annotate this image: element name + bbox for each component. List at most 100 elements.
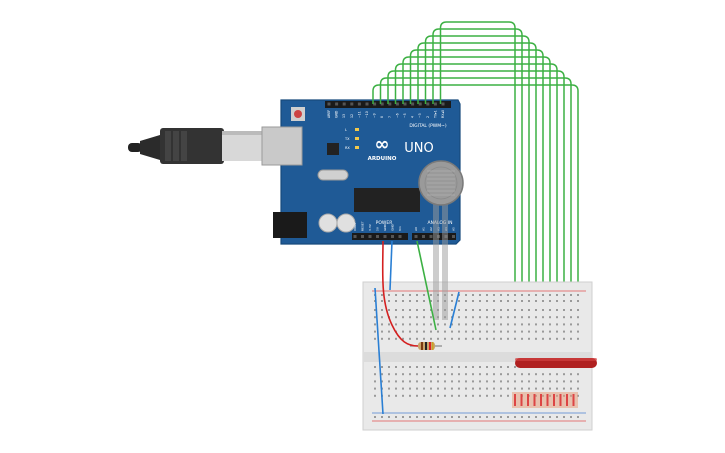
digital-pin[interactable] bbox=[373, 102, 377, 106]
signal-wire bbox=[409, 49, 544, 360]
signal-wire bbox=[417, 42, 537, 360]
power-pin-label: RESET bbox=[361, 221, 365, 231]
digital-header bbox=[325, 101, 451, 108]
signal-wire bbox=[394, 63, 558, 360]
signal-wire bbox=[387, 70, 565, 360]
reset-button-icon[interactable] bbox=[291, 107, 305, 121]
digital-pin-label: 8 bbox=[380, 116, 384, 118]
breadboard-holes bbox=[374, 294, 579, 418]
analog-pin-label: A1 bbox=[422, 227, 426, 231]
digital-pin[interactable] bbox=[433, 102, 437, 106]
power-wire bbox=[381, 240, 419, 347]
power-pin-label: 3.3V bbox=[368, 223, 372, 231]
digital-pin-label: ~3 bbox=[418, 113, 422, 118]
status-led bbox=[355, 146, 359, 149]
signal-wire bbox=[424, 35, 530, 360]
analog-pin-label: A5 bbox=[452, 227, 456, 231]
power-jack bbox=[273, 212, 307, 238]
signal-wires bbox=[372, 21, 579, 360]
power-pin[interactable] bbox=[361, 235, 364, 238]
digital-pin-label: ~6 bbox=[395, 113, 399, 118]
digital-pin[interactable] bbox=[418, 102, 422, 106]
force-sensor bbox=[418, 160, 464, 320]
digital-header-label: DIGITAL (PWM~) bbox=[409, 123, 447, 129]
digital-pin-label: ~10 bbox=[365, 111, 369, 118]
power-label: POWER bbox=[376, 220, 393, 226]
capacitor bbox=[318, 213, 338, 233]
power-pin-label: 5V bbox=[376, 226, 380, 231]
digital-pin-label: GND bbox=[335, 110, 339, 118]
digital-pin-label: ~5 bbox=[403, 113, 407, 118]
led-bar bbox=[515, 358, 597, 368]
arduino-logo-icon: ∞ bbox=[375, 134, 390, 155]
digital-pin-label: ~11 bbox=[357, 111, 361, 118]
digital-pin-label: 4 bbox=[411, 116, 415, 118]
signal-wire bbox=[432, 28, 523, 360]
power-pin-label: IOREF bbox=[353, 222, 357, 231]
resistor-array bbox=[512, 392, 578, 408]
power-pin-label: Vin bbox=[398, 226, 402, 231]
analog-pin[interactable] bbox=[422, 235, 425, 238]
capacitor bbox=[336, 213, 356, 233]
digital-pin[interactable] bbox=[426, 102, 430, 106]
atmega-chip bbox=[354, 188, 420, 212]
digital-pin[interactable] bbox=[350, 102, 354, 106]
digital-pin[interactable] bbox=[388, 102, 392, 106]
digital-pin-label: 7 bbox=[388, 116, 392, 118]
led-label: RX bbox=[345, 146, 350, 150]
led-labels: L TX RX bbox=[344, 128, 359, 150]
digital-pin-label: 12 bbox=[350, 114, 354, 118]
power-pin[interactable] bbox=[368, 235, 372, 238]
digital-pin[interactable] bbox=[365, 102, 369, 106]
crystal bbox=[317, 169, 349, 181]
signal-wire bbox=[379, 77, 572, 360]
digital-pin-label: RX◂0 bbox=[441, 110, 445, 118]
power-pin[interactable] bbox=[376, 235, 379, 238]
digital-pin[interactable] bbox=[441, 102, 445, 106]
analog-pin[interactable] bbox=[429, 235, 433, 238]
power-pin[interactable] bbox=[398, 235, 402, 238]
digital-pin[interactable] bbox=[342, 102, 346, 106]
usb-chip bbox=[327, 143, 339, 155]
digital-pin[interactable] bbox=[411, 102, 415, 106]
ground-wire-b bbox=[374, 287, 384, 415]
analog-wire bbox=[416, 240, 437, 331]
led-label: L bbox=[345, 128, 347, 132]
power-pin[interactable] bbox=[391, 235, 394, 238]
power-pin-label: GND bbox=[391, 223, 395, 231]
model-name: UNO bbox=[404, 141, 433, 156]
led-label: TX bbox=[344, 137, 350, 141]
analog-pin-label: A2 bbox=[429, 227, 433, 231]
brand-name: ARDUINO bbox=[368, 156, 397, 162]
power-pin[interactable] bbox=[383, 235, 387, 238]
power-pin-label: GND bbox=[383, 223, 387, 231]
digital-pin[interactable] bbox=[327, 102, 331, 106]
digital-pin[interactable] bbox=[403, 102, 407, 106]
digital-pin[interactable] bbox=[335, 102, 339, 106]
analog-pin[interactable] bbox=[452, 235, 455, 238]
usb-plug-icon bbox=[128, 128, 264, 164]
ground-wire-a bbox=[389, 240, 393, 291]
digital-pin-label: ~9 bbox=[373, 113, 377, 118]
fsr-ground-wire bbox=[449, 291, 460, 329]
status-led bbox=[355, 137, 359, 140]
usb-jack bbox=[261, 126, 303, 166]
signal-wire bbox=[439, 21, 516, 360]
power-header bbox=[352, 233, 408, 240]
signal-wire bbox=[372, 84, 579, 360]
digital-pin[interactable] bbox=[395, 102, 399, 106]
power-pin[interactable] bbox=[353, 235, 357, 238]
digital-pin-label: 13 bbox=[342, 114, 346, 118]
digital-pin-label: TX▸1 bbox=[433, 110, 437, 119]
digital-pin[interactable] bbox=[357, 102, 361, 106]
analog-pin[interactable] bbox=[414, 235, 418, 238]
signal-wire bbox=[402, 56, 551, 360]
digital-pin-label: AREF bbox=[327, 110, 331, 118]
analog-label: ANALOG IN bbox=[427, 220, 452, 226]
digital-pin[interactable] bbox=[380, 102, 384, 106]
status-led bbox=[355, 128, 359, 131]
